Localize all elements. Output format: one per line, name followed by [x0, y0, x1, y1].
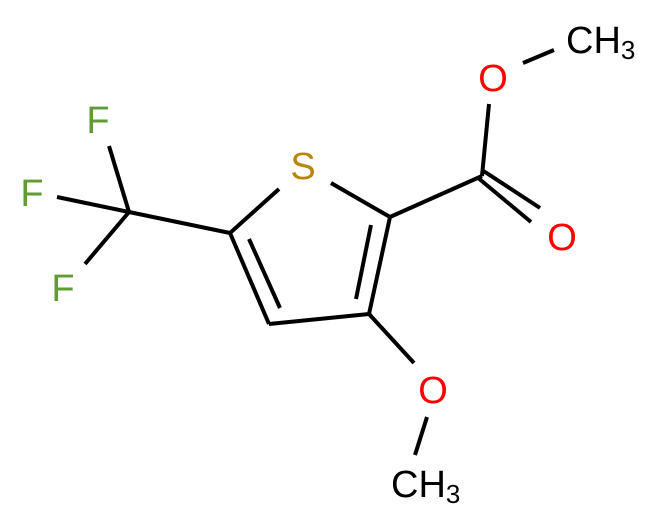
bond-c-f2	[56, 195, 130, 214]
bond-c-o-double-2	[475, 175, 533, 224]
bond-c2-s	[330, 181, 391, 219]
atom-ch3-methoxy: CH3	[391, 464, 460, 509]
bond-s-c5	[228, 187, 281, 235]
bond-c5-cf3	[128, 210, 231, 235]
bond-c3-c2	[367, 216, 392, 315]
bond-carbonyl-c2	[389, 174, 483, 219]
atom-o-methoxy: O	[418, 370, 448, 412]
atom-s: S	[290, 146, 315, 188]
bond-ch3-o	[522, 48, 555, 65]
atom-ch3-ester: CH3	[566, 20, 635, 65]
bonds	[56, 48, 555, 456]
atom-f-top: F	[86, 100, 109, 142]
atom-f-left: F	[20, 173, 43, 215]
bond-c-f3	[83, 210, 131, 266]
atom-labels: CH3 O O S O CH3 F F F	[20, 20, 635, 509]
bond-c3-o	[367, 312, 416, 365]
atom-f-bottom: F	[51, 268, 74, 310]
bond-c5-c4	[228, 232, 271, 325]
bond-o-ch3	[413, 416, 429, 456]
bond-c5-c4-inner	[247, 238, 282, 309]
atom-o-carbonyl: O	[547, 217, 577, 259]
bond-c-o-double-1	[480, 168, 542, 210]
bond-c4-c3	[268, 312, 370, 326]
bond-c-f1	[107, 145, 131, 213]
atom-o-ester: O	[478, 58, 508, 100]
bond-c3-c2-inner	[354, 224, 373, 300]
bond-o-carbonyl-c	[480, 103, 491, 177]
